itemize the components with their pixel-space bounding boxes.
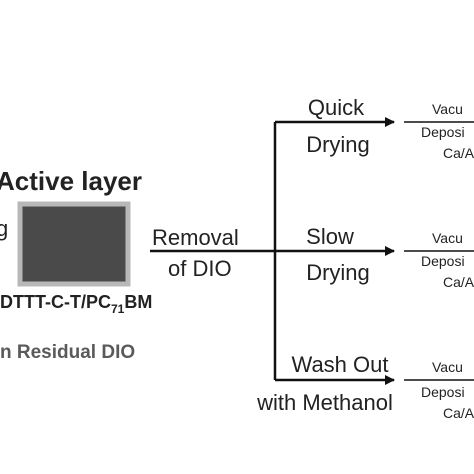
material-label: DTTT-C-T/PC71BM xyxy=(0,292,152,316)
active-layer-title: Active layer xyxy=(0,166,142,196)
branch-3-line1: Wash Out xyxy=(292,352,389,377)
material-main: DTTT-C-T/PC xyxy=(0,292,111,312)
output-box-1: Vacu Deposi Ca/A xyxy=(404,101,474,161)
output-3-line3: Ca/A xyxy=(443,405,474,421)
removal-label-line1: Removal xyxy=(152,225,239,250)
output-box-2: Vacu Deposi Ca/A xyxy=(404,230,474,290)
material-subscript: 71 xyxy=(111,302,125,316)
output-2-line1: Vacu xyxy=(432,230,463,246)
output-box-3: Vacu Deposi Ca/A xyxy=(404,359,474,421)
output-1-line3: Ca/A xyxy=(443,145,474,161)
output-3-line2: Deposi xyxy=(421,384,465,400)
output-3-line1: Vacu xyxy=(432,359,463,375)
residual-dio-label: n Residual DIO xyxy=(0,342,135,363)
output-1-line2: Deposi xyxy=(421,124,465,140)
branch-1-line1: Quick xyxy=(308,95,365,120)
branch-1-line2: Drying xyxy=(306,132,370,157)
active-layer-box xyxy=(17,201,131,287)
cut-label: g xyxy=(0,216,8,241)
removal-label-line2: of DIO xyxy=(168,256,232,281)
output-2-line3: Ca/A xyxy=(443,274,474,290)
branch-3-line2: with Methanol xyxy=(256,390,393,415)
material-tail: BM xyxy=(124,292,152,312)
branch-2-line1: Slow xyxy=(306,224,354,249)
branch-2-line2: Drying xyxy=(306,260,370,285)
output-1-line1: Vacu xyxy=(432,101,463,117)
output-2-line2: Deposi xyxy=(421,253,465,269)
